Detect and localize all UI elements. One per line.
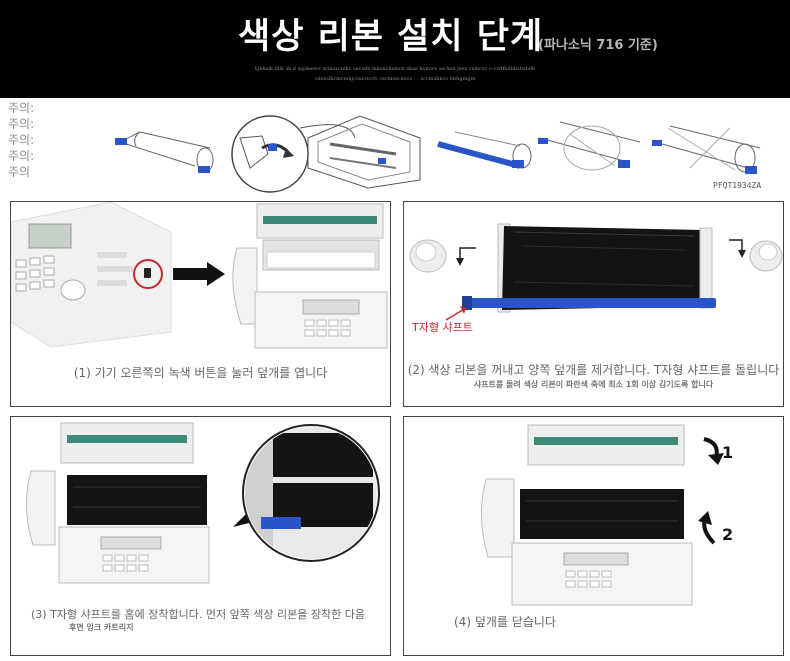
step-panel-4: 1 2 (4) 덮개를 닫습니다 xyxy=(403,416,784,656)
note-item: 주의: xyxy=(8,101,35,115)
step-number-1: 1 xyxy=(722,443,734,462)
step-number-2: 2 xyxy=(722,525,734,544)
note-item: 주의: xyxy=(8,133,35,147)
ribbon-roll-diagram xyxy=(652,125,761,174)
note-item: 주의: xyxy=(8,117,35,131)
step-panel-3: (3) T자형 샤프트를 홈에 장착합니다. 먼저 앞쪽 색상 리본을 장착한 … xyxy=(10,416,391,656)
install-shaft-illustration xyxy=(25,422,380,584)
header-banner: 색상 리본 설치 단계 (파나소닉 716 기준) kjkkalk llllk … xyxy=(0,0,790,98)
green-button-highlight xyxy=(133,259,163,289)
note-item: 주의 xyxy=(8,165,31,179)
close-cover-illustration xyxy=(480,424,724,606)
page-subtitle: (파나소닉 716 기준) xyxy=(538,38,658,53)
callout-pointer xyxy=(233,513,249,527)
fine-print-line-1: kjkkalk llllk sk d sajdeewz xcmsxcnlkc s… xyxy=(254,66,536,72)
step-caption: (2) 색상 리본을 꺼내고 양쪽 덮개를 제거합니다. T자형 샤프트를 돌립… xyxy=(407,363,780,377)
note-item: 주의: xyxy=(8,149,35,163)
blue-shaft-diagram xyxy=(437,131,532,169)
fax-closing-cover xyxy=(480,424,693,606)
part-code: PFQT1934ZA xyxy=(713,181,762,190)
open-cover-illustration xyxy=(11,202,388,349)
step-caption: (3) T자형 샤프트를 홈에 장착합니다. 먼저 앞쪽 색상 리본을 장착한 … xyxy=(31,608,366,621)
step-caption: (1) 기기 오른쪽의 녹색 버튼을 눌러 덮개를 엽니다 xyxy=(73,366,328,380)
step-panel-2: T자형 샤프트 (2) 색상 리본을 꺼내고 양쪽 덮개를 제거합니다. T자형… xyxy=(403,201,784,407)
step-caption: (4) 덮개를 닫습니다 xyxy=(454,615,556,629)
opened-fax-machine xyxy=(232,203,388,349)
arrow-left-icon xyxy=(459,247,476,262)
ribbon-diagram-strip: 주의: 주의: 주의: 주의: 주의 xyxy=(0,98,790,194)
shaft-closeup-circle xyxy=(242,424,380,562)
ribbon-steps-illustration xyxy=(115,115,761,193)
step-subcaption: 샤프트를 돌려 색상 리본이 파란색 축에 최소 1회 이상 감기도록 합니다 xyxy=(473,380,714,389)
cartridge-closeup-diagram xyxy=(231,115,356,193)
t-shaft-label: T자형 샤프트 xyxy=(412,321,473,334)
black-ribbon-roll xyxy=(462,223,716,313)
remove-caps-illustration xyxy=(409,223,783,321)
ribbon-roll-diagram xyxy=(115,131,214,173)
step-subcaption: 후면 잉크 카트리지 xyxy=(69,623,134,632)
green-button xyxy=(144,268,151,278)
step-panel-1: (1) 기기 오른쪽의 녹색 버튼을 눌러 덮개를 엽니다 xyxy=(10,201,391,407)
arrow-right-icon xyxy=(729,239,743,254)
fax-machine-closeup xyxy=(11,202,172,348)
left-end-cap xyxy=(409,239,447,273)
page-title: 색상 리본 설치 단계 xyxy=(238,17,544,57)
fine-print-line-2: cdsxslkcmcmkjcoxicsccti cxcmsxcxoco , , … xyxy=(314,76,476,82)
right-end-cap xyxy=(749,240,783,272)
printer-mechanism-diagram xyxy=(307,115,421,189)
ribbon-roll-diagram xyxy=(538,121,641,171)
right-arrow-icon xyxy=(173,262,225,286)
fax-with-ribbon xyxy=(25,422,210,584)
notes-list: 주의: 주의: 주의: 주의: 주의 xyxy=(8,100,34,180)
